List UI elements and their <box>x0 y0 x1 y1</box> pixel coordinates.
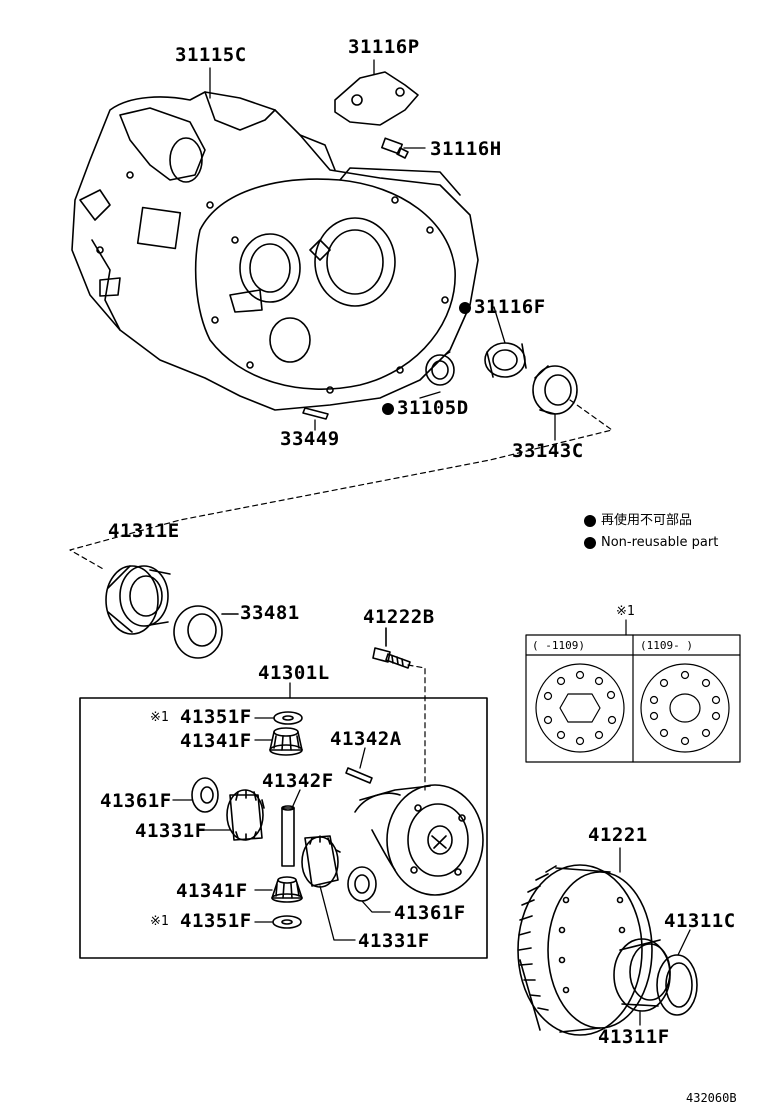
seal-31116F-drawing <box>484 342 527 378</box>
label-41311F: 41311F <box>598 1026 670 1048</box>
label-41341F-bottom: 41341F <box>176 880 248 902</box>
label-41351F-bottom: 41351F <box>180 910 252 932</box>
bolt-31116H-drawing <box>381 137 409 159</box>
bearing-41311E-drawing <box>105 565 171 635</box>
label-33449: 33449 <box>280 428 340 450</box>
side-gear-41331F-left-drawing <box>226 789 265 841</box>
leader-lines-top <box>209 59 556 441</box>
leader-lines-bottom <box>619 847 691 1026</box>
washer-41361F-left-drawing <box>191 777 219 813</box>
label-31116F: 31116F <box>474 296 546 318</box>
label-41361F-left: 41361F <box>100 790 172 812</box>
differential-case-drawing <box>354 784 484 896</box>
label-41331F-right: 41331F <box>358 930 430 952</box>
inset-col2-header: (1109- ) <box>640 639 693 652</box>
seal-33143C-drawing <box>532 365 578 415</box>
washer-41351F-bottom-drawing <box>272 915 302 929</box>
pinion-41341F-bottom-drawing <box>271 876 303 903</box>
pin-33449-drawing <box>302 407 329 420</box>
kit-box-41301L <box>79 697 488 959</box>
label-33481: 33481 <box>240 602 300 624</box>
transmission-case-drawing <box>71 91 479 411</box>
shaft-41342F-drawing <box>281 805 295 867</box>
inset-col1-header: ( -1109) <box>532 639 585 652</box>
dashed-lines <box>69 399 613 791</box>
label-41311E: 41311E <box>108 520 180 542</box>
ref-mark-inset: ※1 <box>616 604 635 619</box>
label-31105D: 31105D <box>397 397 469 419</box>
nonreusable-marker-31105D <box>382 403 394 415</box>
ref-mark-41351F-bottom: ※1 <box>150 914 169 929</box>
label-31116P: 31116P <box>348 36 420 58</box>
legend-bullet-en <box>584 537 596 549</box>
ref-mark-41351F-top: ※1 <box>150 710 169 725</box>
label-41301L: 41301L <box>258 662 330 684</box>
leader-lines-kit <box>172 717 391 941</box>
pin-41342A-drawing <box>345 767 373 784</box>
label-33143C: 33143C <box>512 440 584 462</box>
washer-41361F-right-drawing <box>347 866 377 902</box>
bolt-41222B-drawing <box>372 627 411 669</box>
label-31116H: 31116H <box>430 138 502 160</box>
race-41311C-drawing <box>656 954 698 1016</box>
label-41351F-top: 41351F <box>180 706 252 728</box>
label-41221: 41221 <box>588 824 648 846</box>
legend-en: Non-reusable part <box>601 535 719 550</box>
nonreusable-marker-31116F <box>459 302 471 314</box>
label-41331F-left: 41331F <box>135 820 207 842</box>
drawing-code: 432060B <box>686 1091 737 1105</box>
side-gear-41331F-right-drawing <box>301 835 341 888</box>
label-41222B: 41222B <box>363 606 435 628</box>
label-31115C: 31115C <box>175 44 247 66</box>
bearing-41311F-drawing <box>613 938 671 1012</box>
label-41342F: 41342F <box>262 770 334 792</box>
legend-jp: 再使用不可部品 <box>601 513 693 528</box>
legend-bullet-jp <box>584 515 596 527</box>
shim-33481-drawing <box>173 605 239 659</box>
seal-31105D-drawing <box>425 354 455 386</box>
washer-41351F-top-drawing <box>273 711 303 725</box>
label-41311C: 41311C <box>664 910 736 932</box>
pinion-41341F-top-drawing <box>269 727 303 756</box>
ring-gear-41221-drawing <box>517 864 653 1036</box>
inset-variant-box <box>525 619 741 763</box>
label-41342A: 41342A <box>330 728 402 750</box>
label-41341F-top: 41341F <box>180 730 252 752</box>
label-41361F-right: 41361F <box>394 902 466 924</box>
cover-31116P-drawing <box>334 71 419 126</box>
